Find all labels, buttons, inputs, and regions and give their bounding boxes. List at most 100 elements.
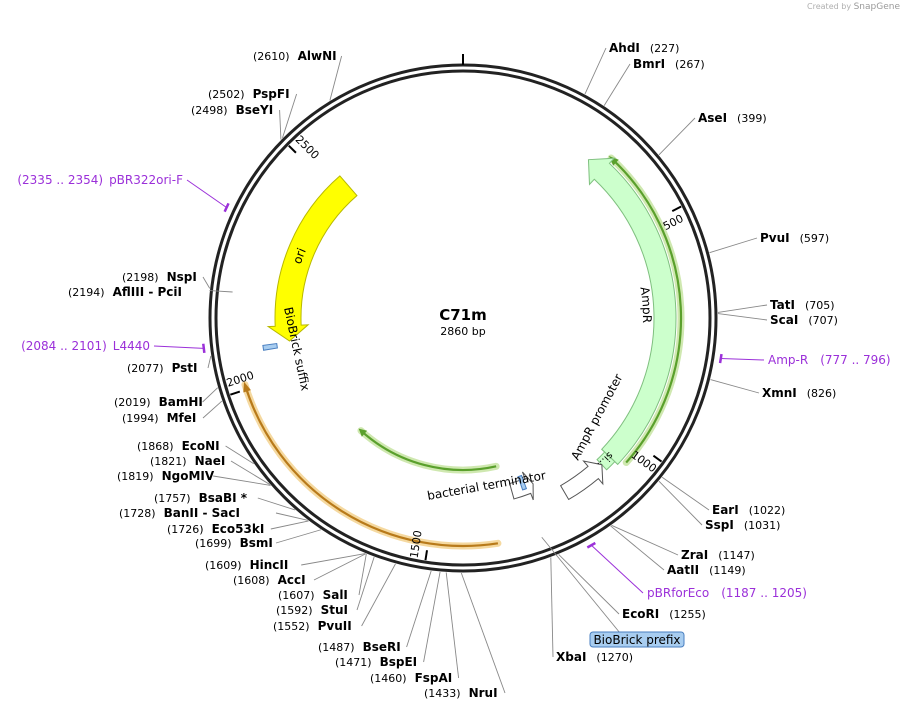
primer-amp-r-label: Amp-R(777 .. 796) <box>768 353 891 367</box>
orf-green-inner <box>360 429 497 472</box>
svg-text:ZraI(1147): ZraI(1147) <box>681 548 755 562</box>
enzyme-site-bsabi[interactable]: (1757)BsaBI * <box>154 491 296 511</box>
enzyme-site-sspi[interactable]: SspI(1031) <box>658 480 780 532</box>
enzyme-leader <box>709 237 758 254</box>
enzyme-site-scai[interactable]: ScaI(707) <box>717 313 838 327</box>
svg-text:(1487)BseRI: (1487)BseRI <box>318 640 401 654</box>
enzyme-leader <box>225 445 255 465</box>
enzyme-name: AatII <box>667 563 699 577</box>
svg-text:SspI(1031): SspI(1031) <box>705 518 780 532</box>
feature-si <box>596 451 616 471</box>
enzyme-site-aatii[interactable]: AatII(1149) <box>610 525 746 577</box>
enzyme-site-nspi[interactable]: (2198)NspI <box>122 270 211 289</box>
enzyme-name: XmnI <box>762 386 797 400</box>
enzyme-site-stui[interactable]: (1592)StuI <box>276 556 375 617</box>
enzyme-leader <box>361 563 396 627</box>
enzyme-site-naei[interactable]: (1821)NaeI <box>150 454 271 485</box>
enzyme-site-pspfi[interactable]: (2502)PspFI <box>208 87 298 139</box>
enzyme-site-psti[interactable]: (2077)PstI <box>127 355 212 375</box>
enzyme-name: AccI <box>278 573 306 587</box>
enzyme-site-bamhi[interactable]: (2019)BamHI <box>114 387 219 409</box>
enzyme-site-xmni[interactable]: XmnI(826) <box>710 379 836 400</box>
svg-text:PvuI(597): PvuI(597) <box>760 231 829 245</box>
enzyme-site-zrai[interactable]: ZraI(1147) <box>611 524 755 562</box>
enzyme-site-eco53ki[interactable]: (1726)Eco53kI <box>167 520 309 536</box>
enzyme-site-alwni[interactable]: (2610)AlwNI <box>253 49 343 101</box>
enzyme-site-pvui[interactable]: PvuI(597) <box>709 231 829 254</box>
plasmid-name: C71m <box>439 306 487 324</box>
enzyme-site-nrui[interactable]: (1433)NruI <box>424 572 506 700</box>
enzyme-site-econi[interactable]: (1868)EcoNI <box>137 439 255 465</box>
snapgene-credit: Created by SnapGene <box>807 2 900 12</box>
credit-prefix: Created by <box>807 2 852 11</box>
enzyme-leader <box>207 355 212 369</box>
primer-pbrforeco-label: pBRforEco(1187 .. 1205) <box>647 586 807 600</box>
biobrick-prefix-label: BioBrick prefix <box>593 633 680 647</box>
enzyme-site-bmri[interactable]: BmrI(267) <box>603 57 705 106</box>
snapgene-brand: SnapGene <box>853 2 900 12</box>
enzyme-site-tati[interactable]: TatI(705) <box>717 298 835 313</box>
enzyme-site-eari[interactable]: EarI(1022) <box>661 476 785 517</box>
enzyme-leader <box>282 93 298 139</box>
enzyme-leader <box>275 529 322 544</box>
enzyme-site-bseyi[interactable]: (2498)BseYI <box>191 103 282 140</box>
enzyme-leader <box>358 553 367 596</box>
enzyme-name: BspEI <box>380 655 418 669</box>
enzyme-leader <box>356 556 375 611</box>
orf-green-outer <box>610 157 683 464</box>
svg-text:(1460)FspAI: (1460)FspAI <box>370 671 452 685</box>
svg-text:TatI(705): TatI(705) <box>770 298 835 312</box>
svg-text:(1699)BsmI: (1699)BsmI <box>195 536 273 550</box>
enzyme-name: NgoMIV <box>162 469 215 483</box>
center-labels: C71m 2860 bp <box>439 306 487 338</box>
tick-label-1500: 1500 <box>408 529 425 559</box>
biobrick-prefix-callout[interactable]: BioBrick prefix <box>541 536 685 648</box>
enzyme-name: ZraI <box>681 548 708 562</box>
svg-text:(2498)BseYI: (2498)BseYI <box>191 103 273 117</box>
svg-text:(1607)SalI: (1607)SalI <box>278 588 348 602</box>
primer-l4440-label: (2084 .. 2101)L4440 <box>21 339 150 353</box>
enzyme-name: ScaI <box>770 313 798 327</box>
enzyme-site-fspai[interactable]: (1460)FspAI <box>370 572 460 685</box>
enzyme-site-ngomiv[interactable]: (1819)NgoMIV <box>117 469 271 486</box>
svg-text:AhdI(227): AhdI(227) <box>609 41 679 55</box>
enzyme-site-ahdi[interactable]: AhdI(227) <box>584 41 680 95</box>
enzyme-name: XbaI <box>556 650 586 664</box>
primer-amp-r-mark <box>718 353 723 364</box>
svg-text:(1471)BspEI: (1471)BspEI <box>335 655 417 669</box>
enzyme-site-bsmi[interactable]: (1699)BsmI <box>195 529 322 550</box>
ampr-label: AmpR <box>637 286 654 323</box>
enzyme-leader <box>717 313 768 321</box>
svg-text:(1821)NaeI: (1821)NaeI <box>150 454 225 468</box>
enzyme-site-mfei[interactable]: (1994)MfeI <box>122 400 223 425</box>
enzyme-site-hincii[interactable]: (1609)HincII <box>205 553 366 572</box>
enzyme-name: BsaBI * <box>199 491 248 505</box>
feature-biobrick-suffix <box>262 342 278 351</box>
primer-pbrforeco-leader <box>591 544 644 594</box>
orf-orange-glow <box>241 381 502 550</box>
enzyme-leader <box>550 557 554 658</box>
enzyme-site-xbai[interactable]: XbaI(1270) <box>550 557 633 664</box>
enzyme-site-bspei[interactable]: (1471)BspEI <box>335 571 441 669</box>
svg-text:XbaI(1270): XbaI(1270) <box>556 650 633 664</box>
enzyme-site-banii-saci[interactable]: (1728)BanII - SacI <box>119 506 308 521</box>
backbone-layer <box>208 54 718 573</box>
enzyme-site-asei[interactable]: AseI(399) <box>658 111 767 156</box>
ori-label: ori <box>290 246 309 266</box>
enzyme-site-afliii-pcii[interactable]: (2194)AflIII - PciI <box>68 285 233 299</box>
svg-text:(2610)AlwNI: (2610)AlwNI <box>253 49 337 63</box>
svg-text:EcoRI(1255): EcoRI(1255) <box>622 607 706 621</box>
enzyme-site-sali[interactable]: (1607)SalI <box>278 553 367 602</box>
enzyme-site-bseri[interactable]: (1487)BseRI <box>318 570 432 654</box>
enzyme-leader <box>406 570 432 648</box>
enzyme-site-pvuii[interactable]: (1552)PvuII <box>273 563 396 633</box>
enzyme-site-ecori[interactable]: EcoRI(1255) <box>558 554 706 621</box>
primer-amp-r-leader <box>720 358 765 361</box>
enzyme-leader <box>661 476 710 511</box>
feature-biobrick-prefix-box <box>517 474 528 491</box>
enzyme-name: BseYI <box>236 103 274 117</box>
svg-text:(1726)Eco53kI: (1726)Eco53kI <box>167 522 264 536</box>
enzyme-site-acci[interactable]: (1608)AccI <box>233 553 367 587</box>
enzyme-name: BsmI <box>240 536 273 550</box>
